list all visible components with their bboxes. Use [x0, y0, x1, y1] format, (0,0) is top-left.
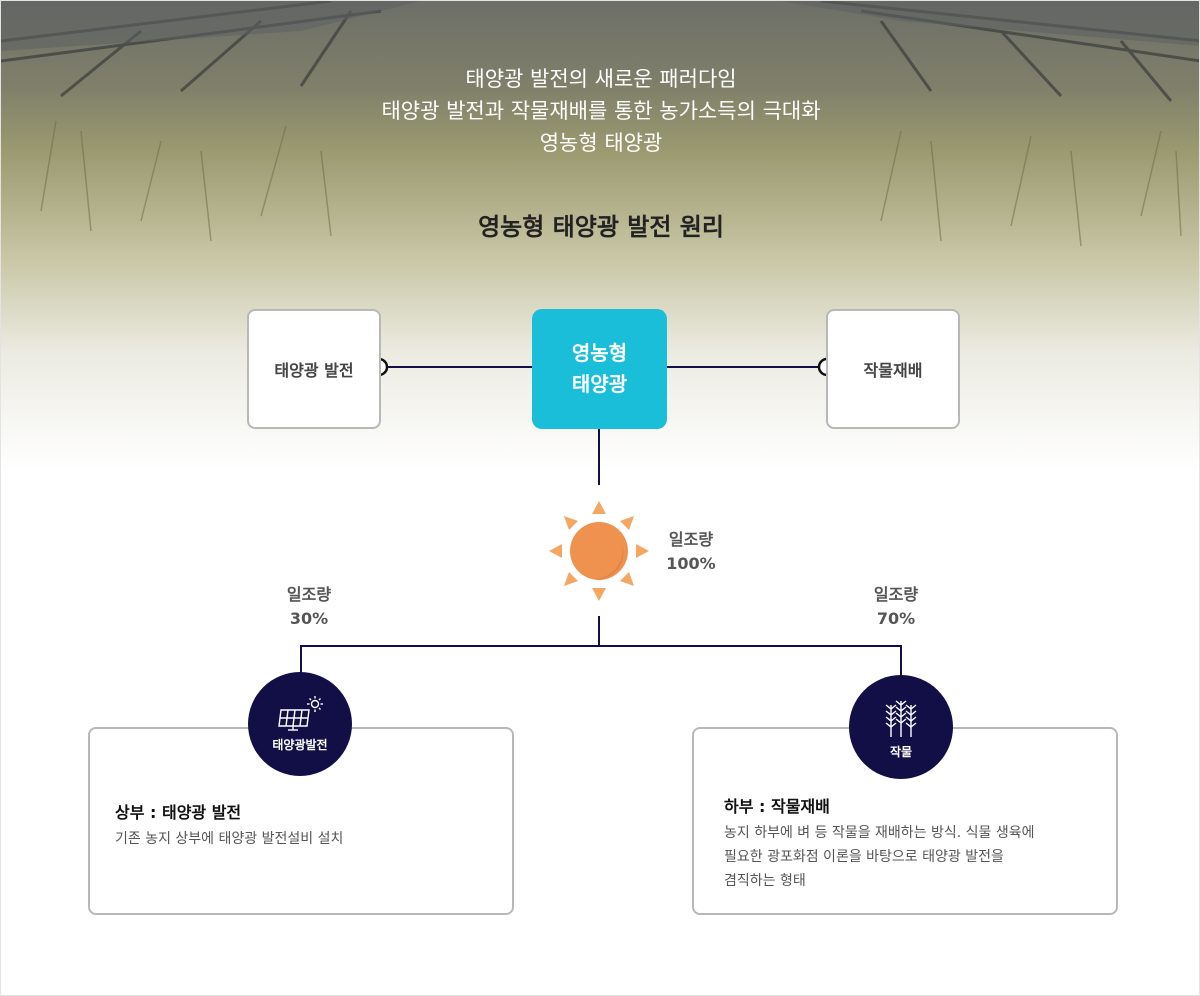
upper-solar-card-desc: 기존 농지 상부에 태양광 발전설비 설치	[115, 827, 343, 851]
solar-panel-icon	[277, 696, 323, 732]
solar-power-box-label: 태양광 발전	[274, 357, 353, 381]
solar-power-box: 태양광 발전	[247, 309, 381, 429]
solar-badge: 태양광발전	[248, 672, 352, 776]
lower-crop-card-desc: 농지 하부에 벼 등 작물을 재배하는 방식. 식물 생육에 필요한 광포화점 …	[724, 821, 1035, 893]
crop-badge: 작물	[849, 675, 953, 779]
crop-cultivation-box: 작물재배	[826, 309, 960, 429]
lower-crop-card-desc-line-1: 농지 하부에 벼 등 작물을 재배하는 방식. 식물 생육에	[724, 821, 1035, 845]
upper-solar-card-title: 상부 : 태양광 발전	[115, 799, 241, 823]
center-box-line-1: 영농형	[572, 338, 627, 369]
right-irradiance-value: 70%	[856, 607, 936, 631]
lower-crop-card-desc-line-2: 필요한 광포화점 이론을 바탕으로 태양광 발전을	[724, 845, 1035, 869]
center-box-line-2: 태양광	[572, 369, 627, 400]
lower-crop-card-title: 하부 : 작물재배	[724, 793, 830, 817]
wheat-icon	[881, 695, 921, 739]
crop-badge-label: 작물	[890, 743, 912, 760]
right-irradiance-label: 일조량 70%	[856, 583, 936, 631]
lower-crop-card-desc-line-3: 겸직하는 형태	[724, 869, 1035, 893]
solar-badge-label: 태양광발전	[272, 736, 327, 753]
left-irradiance-title: 일조량	[269, 583, 349, 607]
agrivoltaic-center-box: 영농형 태양광	[532, 309, 667, 429]
sun-icon	[549, 501, 649, 601]
right-irradiance-title: 일조량	[856, 583, 936, 607]
crop-cultivation-box-label: 작물재배	[864, 357, 923, 381]
sun-irradiance-label: 일조량 100%	[651, 528, 731, 576]
left-irradiance-label: 일조량 30%	[269, 583, 349, 631]
connector-branch	[301, 646, 901, 681]
upper-solar-card-desc-line: 기존 농지 상부에 태양광 발전설비 설치	[115, 827, 343, 851]
sun-irradiance-title: 일조량	[651, 528, 731, 552]
left-irradiance-value: 30%	[269, 607, 349, 631]
sun-irradiance-value: 100%	[651, 552, 731, 576]
